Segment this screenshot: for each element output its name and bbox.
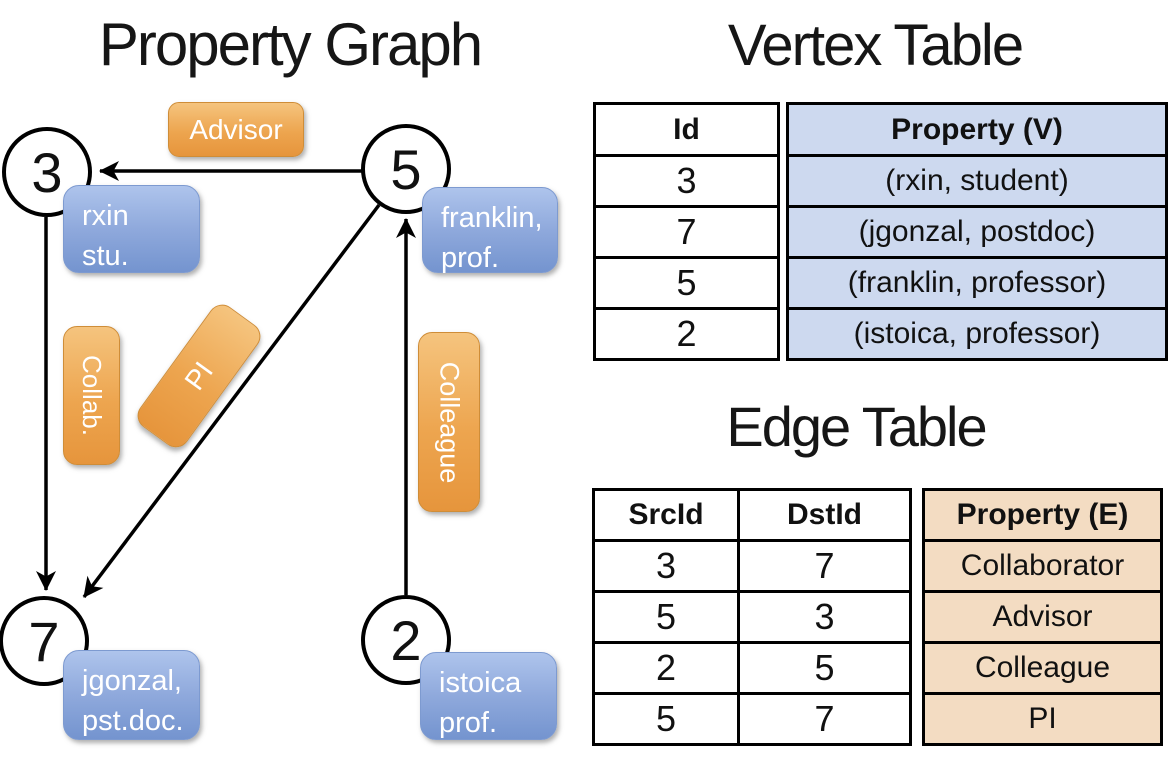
vertex-node-2: 2	[361, 595, 451, 685]
vertex-table-property-column: Property (V) (rxin, student) (jgonzal, p…	[786, 102, 1168, 361]
vertex-table-property-cell: (rxin, student)	[786, 154, 1168, 208]
edge-table-src-cell: 3	[592, 539, 740, 593]
vertex-table-property-cell: (jgonzal, postdoc)	[786, 205, 1168, 259]
vertex-property-line: jgonzal,	[82, 665, 182, 697]
edge-table-src-cell: 2	[592, 641, 740, 695]
edge-pi-5-to-7	[82, 203, 381, 599]
vertex-property-box-franklin: franklin, prof.	[422, 187, 558, 274]
edge-table-dst-cell: 7	[737, 539, 912, 593]
vertex-table-property-cell: (franklin, professor)	[786, 256, 1168, 310]
edge-table-property-cell: PI	[922, 692, 1163, 746]
edge-table-property-header: Property (E)	[922, 488, 1163, 542]
vertex-property-box-jgonzal: jgonzal, pst.doc.	[63, 650, 200, 740]
vertex-property-box-rxin: rxin stu.	[63, 185, 200, 273]
vertex-property-line: prof.	[439, 707, 498, 740]
vertex-table-id-cell: 5	[593, 256, 780, 310]
vertex-table-id-cell: 3	[593, 154, 780, 208]
vertex-property-line: franklin,	[441, 202, 543, 234]
edge-label-advisor: Advisor	[168, 102, 304, 157]
vertex-table-id-cell: 2	[593, 307, 780, 361]
vertex-property-line: prof.	[441, 242, 500, 275]
edge-table-dst-header: DstId	[737, 488, 912, 542]
edge-table-dst-cell: 3	[737, 590, 912, 644]
vertex-table-id-column: Id 3 7 5 2	[593, 102, 780, 361]
edge-table-dst-cell: 5	[737, 641, 912, 695]
edge-label-advisor-text: Advisor	[189, 113, 283, 145]
vertex-table-id-cell: 7	[593, 205, 780, 259]
edge-table-src-header: SrcId	[592, 488, 740, 542]
edge-table-src-cell: 5	[592, 590, 740, 644]
edge-table-dst-cell: 7	[737, 692, 912, 746]
vertex-node-5: 5	[361, 124, 451, 214]
vertex-table-property-cell: (istoica, professor)	[786, 307, 1168, 361]
graph-edges-svg	[36, 161, 416, 599]
edge-table-property-cell: Colleague	[922, 641, 1163, 695]
edge-label-collaborator-text: Collab.	[77, 355, 107, 436]
edge-label-colleague: Colleague	[418, 332, 480, 512]
vertex-table-property-header: Property (V)	[786, 102, 1168, 157]
edge-label-pi-text: PI	[178, 355, 219, 396]
vertex-property-line: stu.	[82, 240, 129, 273]
vertex-property-line: rxin	[82, 200, 129, 232]
vertex-table-id-header: Id	[593, 102, 780, 157]
vertex-property-line: pst.doc.	[82, 705, 184, 738]
edge-label-colleague-text: Colleague	[434, 361, 465, 483]
edge-table-title: Edge Table	[726, 395, 987, 458]
vertex-property-line: istoica	[439, 667, 522, 699]
edge-table-property-column: Property (E) Collaborator Advisor Collea…	[922, 488, 1163, 746]
edge-table-property-cell: Collaborator	[922, 539, 1163, 593]
edge-table-id-columns: SrcId DstId 3 7 5 3 2 5 5 7	[592, 488, 912, 746]
edge-label-collaborator: Collab.	[63, 326, 120, 465]
property-graph-title: Property Graph	[98, 11, 483, 78]
vertex-property-box-istoica: istoica prof.	[420, 652, 557, 740]
edge-table-property-cell: Advisor	[922, 590, 1163, 644]
vertex-table-title: Vertex Table	[727, 13, 1024, 78]
edge-table-src-cell: 5	[592, 692, 740, 746]
